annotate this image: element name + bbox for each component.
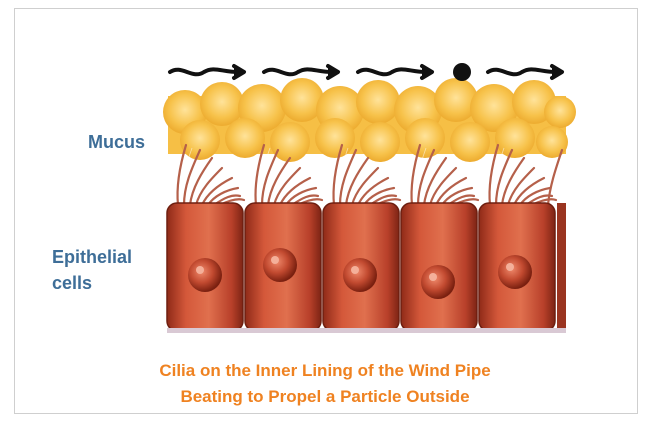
cell-nucleus [188, 258, 222, 292]
propulsion-arrows [170, 66, 562, 78]
epithelial-label-line2: cells [52, 270, 172, 296]
epithelial-cells-label: Epithelial cells [52, 244, 172, 296]
wavy-arrow-icon [358, 66, 432, 78]
caption-line1: Cilia on the Inner Lining of the Wind Pi… [70, 358, 580, 384]
epithelial-label-line1: Epithelial [52, 244, 172, 270]
wavy-arrow-icon [170, 66, 244, 78]
cell-nucleus [263, 248, 297, 282]
cell-nucleus [498, 255, 532, 289]
epithelial-cells [167, 203, 566, 333]
cell-nucleus [421, 265, 455, 299]
particle-icon [453, 63, 471, 81]
cell-nucleus [343, 258, 377, 292]
mucus-layer [163, 78, 576, 162]
wavy-arrow-icon [264, 66, 338, 78]
wavy-arrow-icon [488, 66, 562, 78]
caption-line2: Beating to Propel a Particle Outside [70, 384, 580, 410]
mucus-label: Mucus [88, 129, 145, 155]
figure-caption: Cilia on the Inner Lining of the Wind Pi… [70, 358, 580, 410]
